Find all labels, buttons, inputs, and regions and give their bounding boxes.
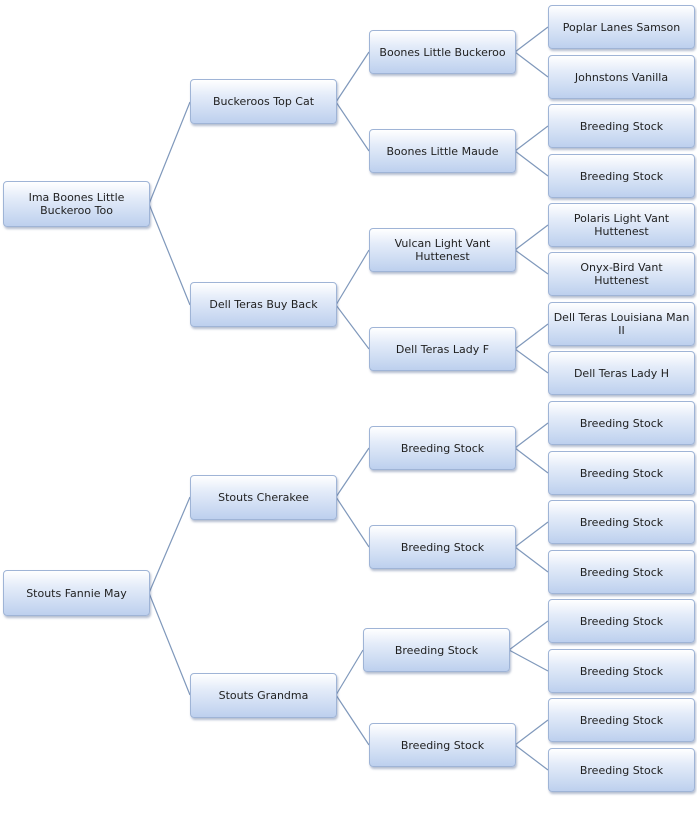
connector-line — [508, 649, 549, 672]
connector-line — [335, 496, 370, 548]
dog-node-gen4: Breeding Stock — [548, 550, 695, 594]
dog-node-gen4: Breeding Stock — [548, 599, 695, 643]
dog-node-gen4: Polaris Light Vant Huttenest — [548, 203, 695, 247]
dog-node-gen3: Breeding Stock — [369, 723, 516, 767]
dog-node-gen4: Breeding Stock — [548, 698, 695, 742]
dog-node-gen4: Breeding Stock — [548, 649, 695, 693]
dog-node-gen4: Dell Teras Lady H — [548, 351, 695, 395]
connector-line — [514, 744, 549, 771]
dog-node-gen3: Breeding Stock — [369, 426, 516, 470]
connector-line — [514, 719, 549, 746]
dog-node-gen3: Boones Little Buckeroo — [369, 30, 516, 74]
dog-node-subject-dam: Stouts Fannie May — [3, 570, 150, 616]
connector-line — [514, 150, 549, 177]
dog-node-gen4: Breeding Stock — [548, 104, 695, 148]
dog-node-gen4: Breeding Stock — [548, 500, 695, 544]
dog-node-gen3: Breeding Stock — [369, 525, 516, 569]
connector-line — [335, 447, 370, 498]
connector-line — [514, 546, 549, 573]
dog-node-gen4: Onyx-Bird Vant Huttenest — [548, 252, 695, 296]
dog-node-sire-sire: Buckeroos Top Cat — [190, 79, 337, 124]
connector-line — [335, 304, 370, 350]
dog-node-gen4: Johnstons Vanilla — [548, 55, 695, 99]
connector-line — [148, 496, 191, 594]
dog-node-gen3: Dell Teras Lady F — [369, 327, 516, 371]
connector-line — [335, 694, 370, 746]
dog-node-gen4: Dell Teras Louisiana Man II — [548, 302, 695, 346]
dog-node-gen4: Poplar Lanes Samson — [548, 5, 695, 49]
dog-node-gen4: Breeding Stock — [548, 154, 695, 198]
connector-line — [514, 249, 549, 275]
connector-line — [148, 203, 191, 306]
connector-line — [514, 447, 549, 474]
connector-line — [148, 592, 191, 696]
dog-node-dam-dam: Stouts Grandma — [190, 673, 337, 718]
connector-line — [514, 323, 549, 350]
dog-node-gen4: Breeding Stock — [548, 748, 695, 792]
dog-node-gen4: Breeding Stock — [548, 451, 695, 495]
connector-line — [148, 101, 191, 205]
connector-line — [335, 249, 370, 306]
dog-node-sire-dam: Dell Teras Buy Back — [190, 282, 337, 327]
connector-line — [514, 51, 549, 78]
dog-node-gen3: Vulcan Light Vant Huttenest — [369, 228, 516, 272]
dog-node-gen4: Breeding Stock — [548, 401, 695, 445]
connector-line — [514, 224, 549, 251]
connector-line — [514, 26, 549, 53]
dog-node-gen3: Boones Little Maude — [369, 129, 516, 173]
connector-line — [508, 620, 549, 651]
dog-node-dam-sire: Stouts Cherakee — [190, 475, 337, 520]
connector-line — [335, 649, 364, 696]
connector-line — [514, 125, 549, 152]
dog-node-subject-sire: Ima Boones Little Buckeroo Too — [3, 181, 150, 227]
connector-line — [335, 51, 370, 103]
connector-line — [335, 101, 370, 152]
connector-line — [514, 521, 549, 548]
connector-line — [514, 348, 549, 374]
dog-node-gen3: Breeding Stock — [363, 628, 510, 672]
connector-line — [514, 422, 549, 449]
